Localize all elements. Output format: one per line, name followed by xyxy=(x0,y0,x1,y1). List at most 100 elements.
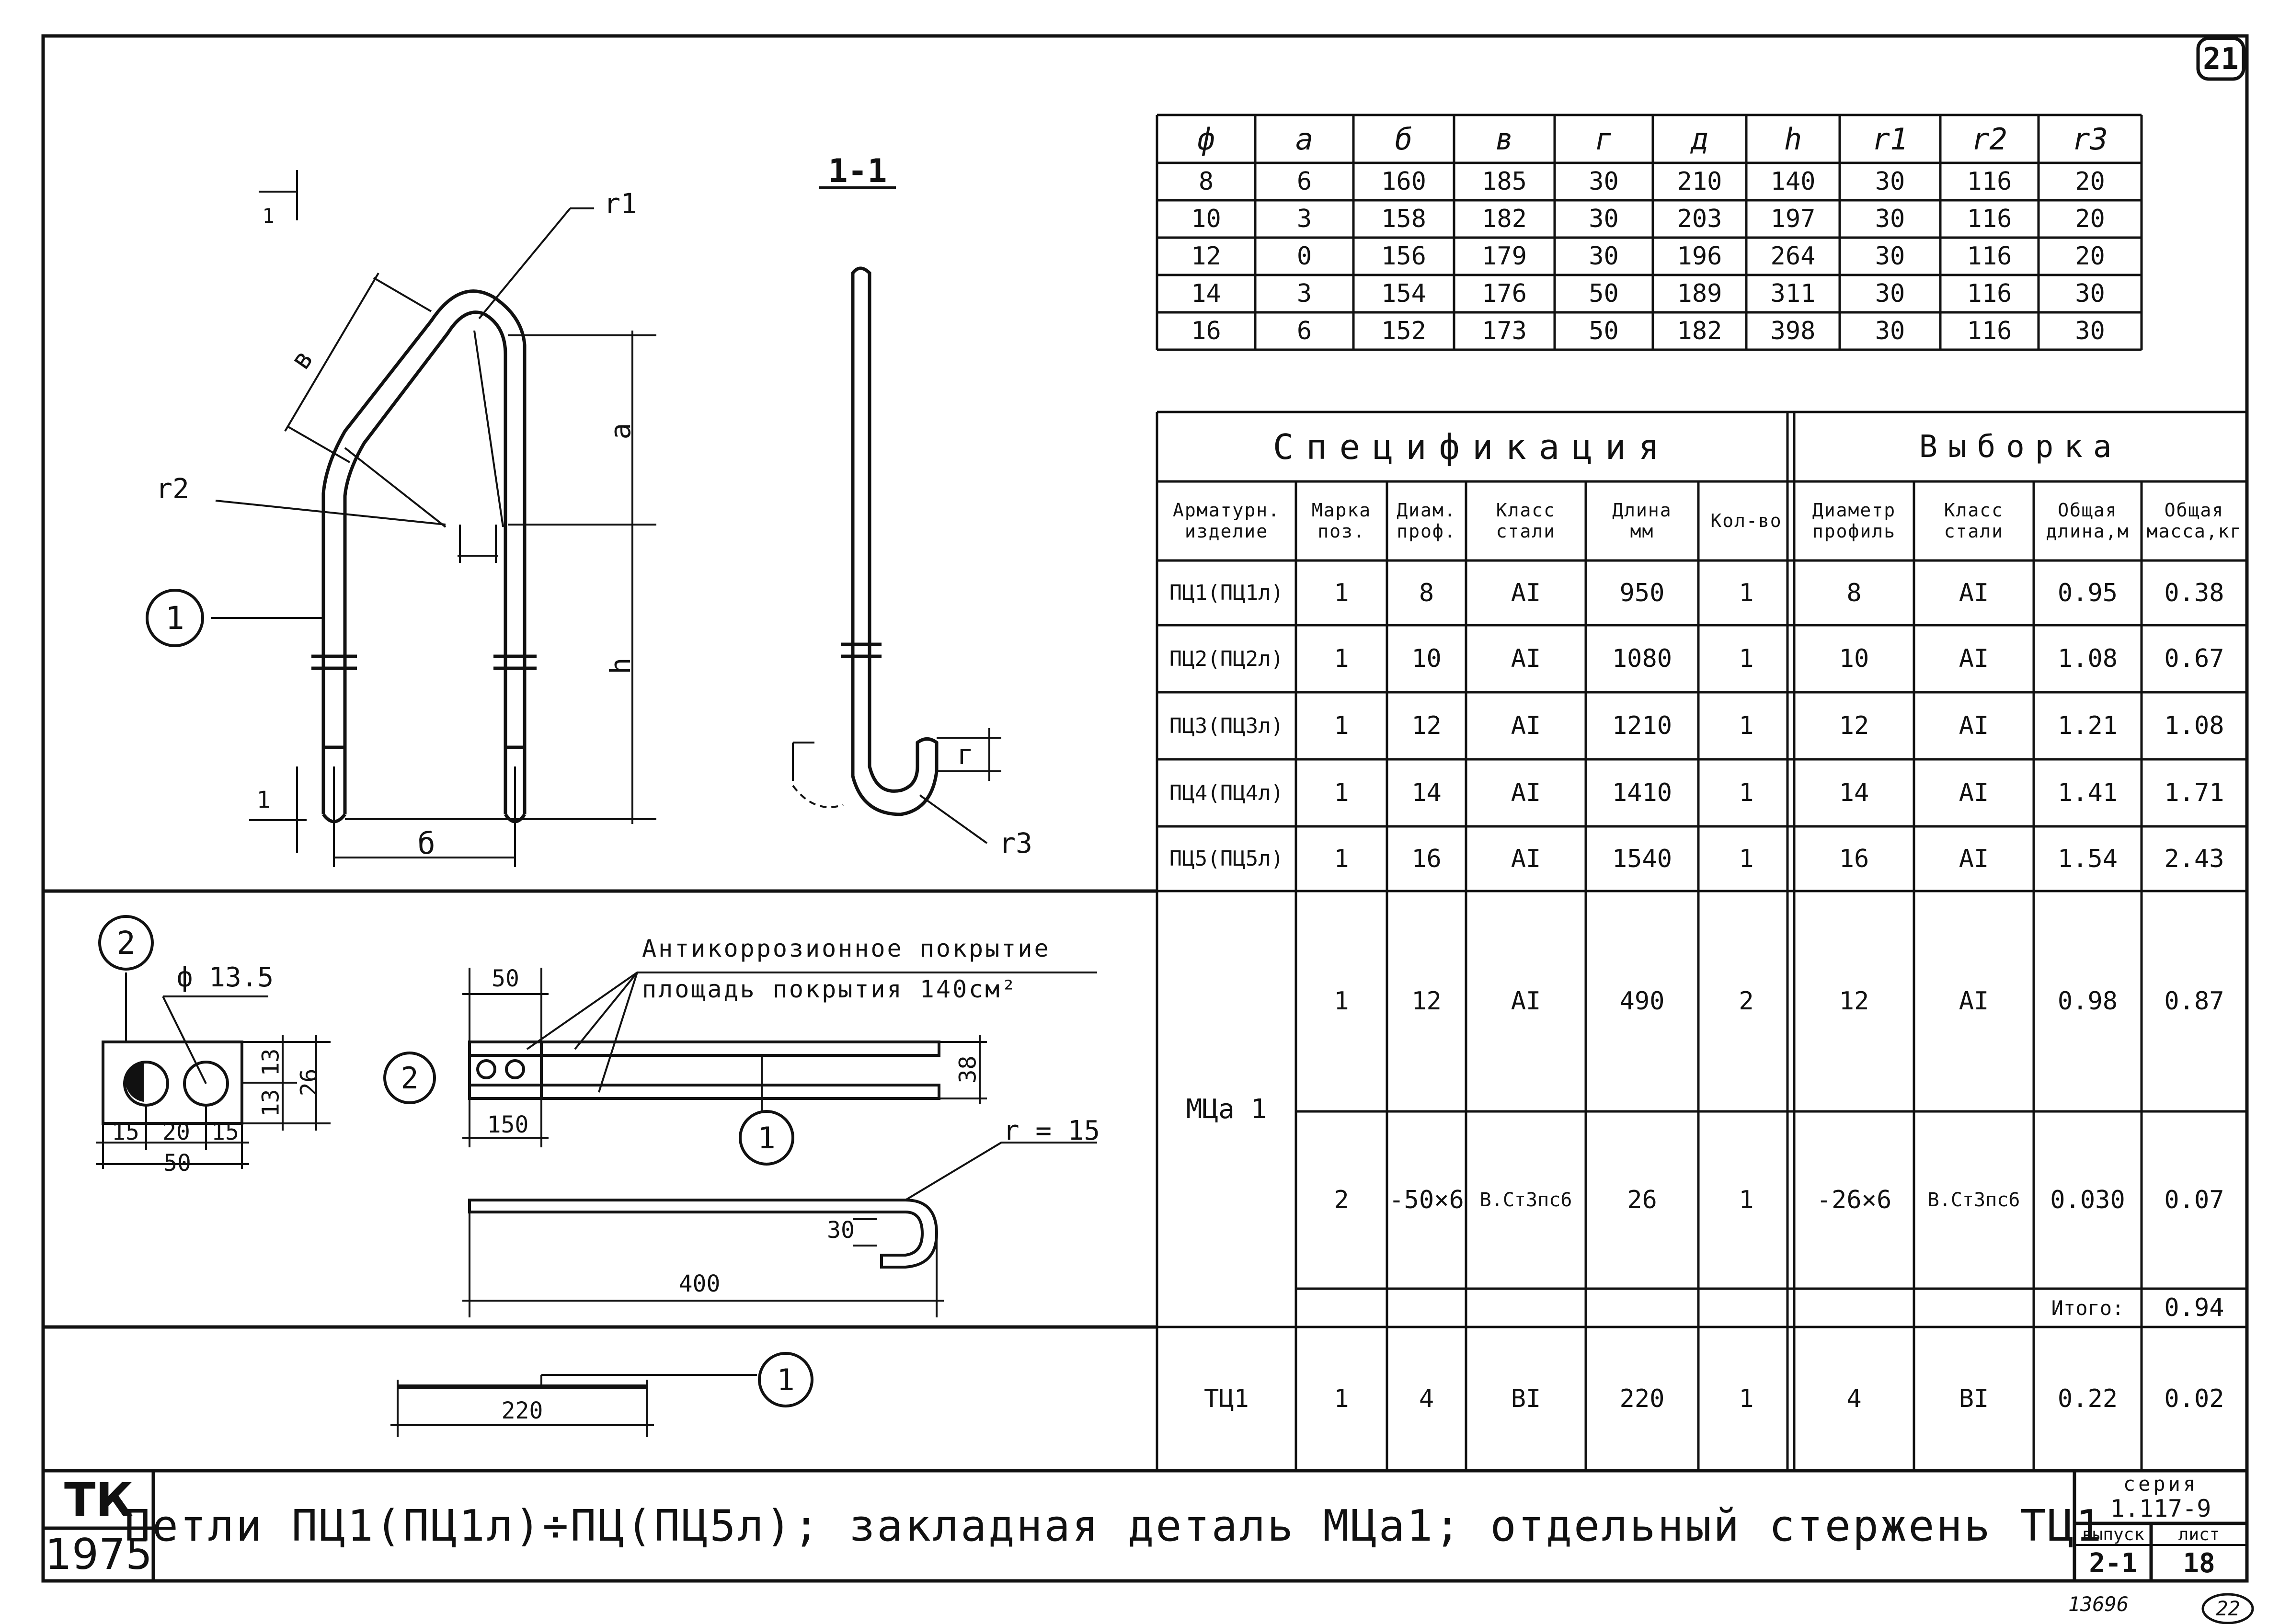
spec-header-cell: Диаметр профиль xyxy=(1812,499,1896,542)
params-cell: 203 xyxy=(1677,205,1722,233)
params-cell: 50 xyxy=(1589,317,1619,345)
anchor-drawing xyxy=(468,1041,940,1269)
params-cell: 158 xyxy=(1381,205,1426,233)
spec-cell: AI xyxy=(1959,644,1989,673)
params-cell: 152 xyxy=(1381,317,1426,345)
spec-cell: 0.38 xyxy=(2164,578,2224,607)
plate-dim-13-top: 13 xyxy=(257,1048,284,1076)
spec-cell: 950 xyxy=(1619,578,1665,607)
anchor-callout-2: 2 xyxy=(401,1060,419,1096)
params-cell: 189 xyxy=(1677,279,1722,308)
spec-cell: -26×6 xyxy=(1816,1186,1892,1214)
spec-cell: 1540 xyxy=(1612,844,1672,873)
anchor-dim-50: 50 xyxy=(492,965,519,992)
spec-cell: В.Ст3пс6 xyxy=(1927,1189,2020,1211)
spec-cell: 4 xyxy=(1846,1384,1862,1413)
spec-cell: AI xyxy=(1511,578,1541,607)
loop-outline-outer xyxy=(321,289,527,814)
anchor-callout-circle xyxy=(383,1052,436,1104)
spec-cell: 2 xyxy=(1739,987,1754,1016)
label-r2: r2 xyxy=(156,472,189,505)
spec-cell: AI xyxy=(1959,778,1989,807)
position-callout-circle xyxy=(146,589,204,647)
spec-cell: 1.71 xyxy=(2164,778,2224,807)
loop-dimensions xyxy=(211,170,656,867)
plate-drawing xyxy=(102,1041,243,1125)
spec-cell: 1 xyxy=(1334,987,1349,1016)
params-cell: 210 xyxy=(1677,167,1722,196)
anchor-radius-label: r = 15 xyxy=(1003,1115,1100,1146)
spec-cell: 0.07 xyxy=(2164,1186,2224,1214)
params-cell: 116 xyxy=(1967,279,2012,308)
tk-mark: ТК xyxy=(64,1473,133,1527)
spec-cell: 1.21 xyxy=(2057,711,2118,740)
spec-header-cell: Общая длина,м xyxy=(2046,499,2130,542)
params-cell: 311 xyxy=(1770,279,1816,308)
spec-cell: 1 xyxy=(1739,778,1754,807)
corner-number-box xyxy=(2196,36,2245,81)
params-cell: 182 xyxy=(1677,317,1722,345)
spec-cell: 12 xyxy=(1411,711,1442,740)
spec-total-value: 0.94 xyxy=(2164,1293,2224,1322)
spec-cell: 1 xyxy=(1739,578,1754,607)
params-cell: 6 xyxy=(1296,167,1312,196)
plate-dim-15-left: 15 xyxy=(112,1118,139,1145)
spec-cell: 0.030 xyxy=(2050,1186,2125,1214)
label-h: h xyxy=(604,657,637,675)
section-hook xyxy=(851,266,939,816)
selection-title: Выборка xyxy=(1919,429,2122,465)
params-cell: 185 xyxy=(1482,167,1527,196)
spec-header-cell: Класс стали xyxy=(1944,499,2004,542)
break-mark xyxy=(493,654,537,670)
params-header-cell: r2 xyxy=(1971,121,2007,157)
spec-header-cell: Арматурн. изделие xyxy=(1173,499,1280,542)
params-cell: 3 xyxy=(1296,205,1312,233)
params-cell: 30 xyxy=(1875,167,1905,196)
params-cell: 196 xyxy=(1677,242,1722,271)
params-cell: 0 xyxy=(1296,242,1312,271)
params-header-cell: б xyxy=(1395,121,1413,157)
spec-cell: 0.87 xyxy=(2164,987,2224,1016)
spec-cell: 1080 xyxy=(1612,644,1672,673)
spec-cell: AI xyxy=(1959,987,1989,1016)
spec-cell: 12 xyxy=(1411,987,1442,1016)
spec-cell: 0.22 xyxy=(2057,1384,2118,1413)
drawing-title: Петли ПЦ1(ПЦ1л)÷ПЦ(ПЦ5л); закладная дета… xyxy=(124,1500,2104,1551)
plate-dim-13-bottom: 13 xyxy=(257,1089,284,1117)
rod-position-1: 1 xyxy=(777,1362,795,1397)
spec-header-cell: Марка поз. xyxy=(1311,499,1372,542)
label-thickness-bottom: 1 xyxy=(256,787,271,813)
params-cell: 30 xyxy=(1589,167,1619,196)
params-cell: 6 xyxy=(1296,317,1312,345)
loop-outline-inner xyxy=(343,310,507,814)
spec-cell: 8 xyxy=(1419,578,1434,607)
spec-cell: 1 xyxy=(1334,711,1349,740)
spec-total-label: Итого: xyxy=(2051,1296,2124,1320)
label-thickness-top: 1 xyxy=(262,204,275,228)
spec-cell: 14 xyxy=(1411,778,1442,807)
series-label: серия xyxy=(2123,1472,2199,1496)
anchor-hole xyxy=(476,1059,496,1079)
params-cell: 176 xyxy=(1482,279,1527,308)
position-callout-1: 1 xyxy=(165,599,184,637)
params-cell: 10 xyxy=(1191,205,1221,233)
params-header-cell: г xyxy=(1594,121,1613,157)
spec-title: Спецификация xyxy=(1272,426,1672,467)
spec-cell: 4 xyxy=(1419,1384,1434,1413)
plate-dim-50: 50 xyxy=(163,1149,191,1177)
params-cell: 116 xyxy=(1967,242,2012,271)
params-cell: 30 xyxy=(2075,279,2105,308)
spec-cell: 12 xyxy=(1839,711,1869,740)
spec-cell: 10 xyxy=(1411,644,1442,673)
spec-cell: 2 xyxy=(1334,1186,1349,1214)
plate-dimensions xyxy=(96,972,331,1169)
label-r1: r1 xyxy=(604,187,637,220)
params-cell: 197 xyxy=(1770,205,1816,233)
spec-cell: 16 xyxy=(1411,844,1442,873)
spec-cell: 12 xyxy=(1839,987,1869,1016)
archive-stamp-number: 13696 xyxy=(2068,1592,2129,1616)
spec-cell: ПЦ1(ПЦ1л) xyxy=(1169,581,1284,605)
anchor-dim-30: 30 xyxy=(827,1216,855,1244)
params-cell: 20 xyxy=(2075,242,2105,271)
